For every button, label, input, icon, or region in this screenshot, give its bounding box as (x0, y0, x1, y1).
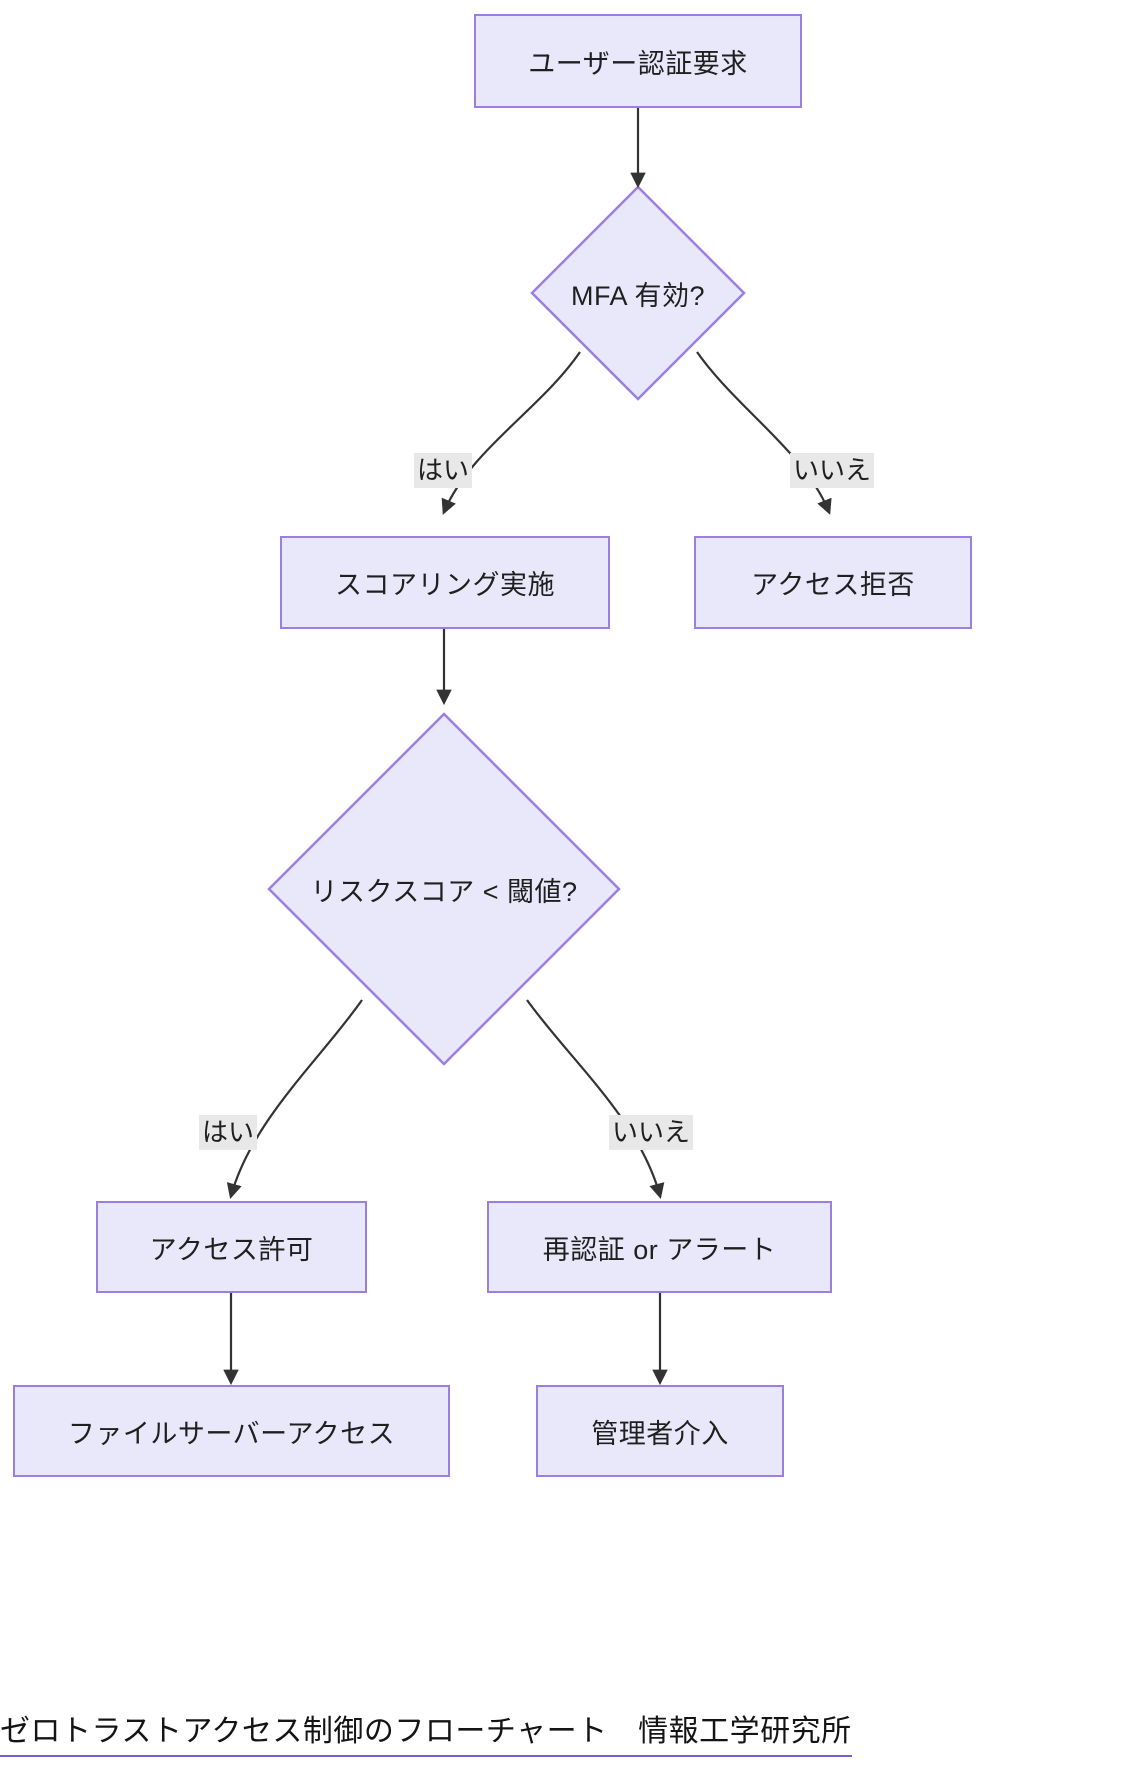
node-label: ユーザー認証要求 (528, 48, 748, 79)
node-label: スコアリング実施 (335, 570, 555, 600)
edge-label-mfa-no: いいえ (790, 453, 875, 488)
node-label: MFA 有効? (570, 280, 706, 311)
node-file-server-access[interactable]: ファイルサーバーアクセス (13, 1385, 450, 1477)
node-label: ファイルサーバーアクセス (67, 1418, 396, 1449)
node-reauth-or-alert[interactable]: 再認証 or アラート (487, 1201, 832, 1293)
node-scoring-execute[interactable]: スコアリング実施 (280, 536, 610, 629)
diamond-shape (530, 185, 746, 401)
diagram-caption: ゼロトラストアクセス制御のフローチャート 情報工学研究所 (0, 1706, 1130, 1757)
node-label: アクセス許可 (149, 1234, 314, 1265)
node-risk-score-threshold-decision[interactable]: リスクスコア < 閾値? (267, 712, 621, 1066)
node-access-denied[interactable]: アクセス拒否 (694, 536, 972, 629)
diamond-shape (267, 712, 621, 1066)
node-access-granted[interactable]: アクセス許可 (96, 1201, 367, 1293)
node-user-auth-request[interactable]: ユーザー認証要求 (474, 14, 802, 108)
node-label: リスクスコア < 閾値? (310, 876, 578, 907)
node-mfa-enabled-decision[interactable]: MFA 有効? (530, 185, 746, 401)
node-label: 再認証 or アラート (542, 1234, 777, 1265)
diagram-caption-text: ゼロトラストアクセス制御のフローチャート 情報工学研究所 (0, 1706, 852, 1757)
edge-label-mfa-yes: はい (414, 453, 473, 488)
edge-label-risk-yes: はい (199, 1115, 258, 1150)
edge-label-risk-no: いいえ (609, 1115, 694, 1150)
node-admin-intervention[interactable]: 管理者介入 (536, 1385, 784, 1477)
node-label: アクセス拒否 (751, 570, 915, 600)
node-label: 管理者介入 (591, 1418, 729, 1449)
